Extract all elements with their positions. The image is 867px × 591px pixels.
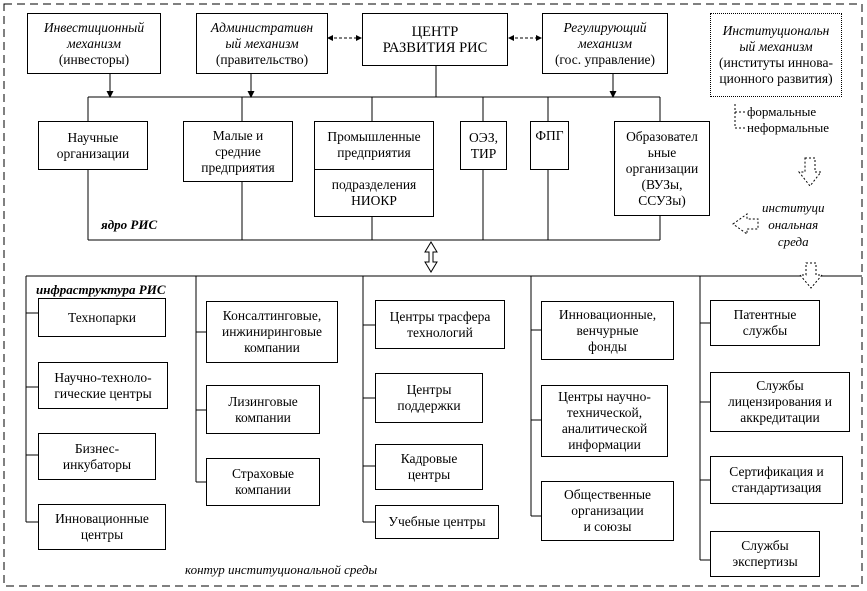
informal-label: неформальные [747,120,830,135]
link-double-arrow [424,241,438,273]
infra-venture-funds: Инновационные, венчурные фонды [541,301,674,360]
infra-licensing: Службы лицензирования и аккредитации [710,372,850,432]
infra-info-centers-label: Центры научно- технической, аналитическо… [558,389,651,452]
core-industry-top: Промышленные предприятия [327,129,421,161]
dotted-arrow-down-1 [797,157,823,187]
dotted-arrow-down-2 [798,262,824,289]
infra-ris-label: инфраструктура РИС [36,282,166,297]
infra-leasing: Лизинговые компании [206,385,320,434]
investment-mechanism-title: Инвестиционный механизм [43,19,145,51]
infra-consulting-label: Консалтинговые, инжиниринговые компании [221,308,323,355]
regulating-mechanism-sub: (гос. управление) [554,51,656,67]
infra-scitech-centers: Научно-техноло- гические центры [38,362,168,409]
core-industry: Промышленные предприятия подразделения Н… [314,121,434,217]
infra-info-centers: Центры научно- технической, аналитическо… [541,385,668,457]
infra-business-incubators-label: Бизнес- инкубаторы [62,440,132,472]
investment-mechanism: Инвестиционный механизм (инвесторы) [27,13,161,74]
infra-certification-label: Сертификация и стандартизация [729,464,824,495]
ris-development-center-title: ЦЕНТР РАЗВИТИЯ РИС [382,23,488,56]
institutional-mechanism-title: Институциональн ый механизм [722,23,830,54]
regulating-mechanism-title: Регулирующий механизм [563,19,647,51]
infra-training-centers: Учебные центры [375,505,499,539]
core-fpg: ФПГ [530,121,569,170]
core-fpg-label: ФПГ [535,128,564,143]
core-oez-label: ОЭЗ, ТИР [469,129,498,161]
core-science-label: Научные организации [56,129,130,161]
infra-licensing-label: Службы лицензирования и аккредитации [728,378,832,425]
infra-certification: Сертификация и стандартизация [710,456,843,504]
administrative-mechanism-title: Административн ый механизм [210,19,314,51]
core-oez: ОЭЗ, ТИР [460,121,507,170]
infra-hr-centers-label: Кадровые центры [400,451,458,482]
infra-innovation-centers: Инновационные центры [38,504,166,550]
dotted-arrow-left [732,213,759,235]
infra-expertise-label: Службы экспертизы [732,538,798,569]
infra-business-incubators: Бизнес- инкубаторы [38,433,156,480]
contour-label: контур институциональной среды [185,562,378,577]
institutional-mechanism-sub: (институты иннова- ционного развития) [719,55,833,86]
infra-support-centers-label: Центры поддержки [397,382,461,413]
core-industry-bottom: подразделения НИОКР [315,168,433,217]
infra-insurance-label: Страховые компании [231,466,295,497]
core-ris-label: ядро РИС [101,217,158,232]
infra-patent-services-label: Патентные службы [733,307,797,338]
infra-scitech-centers-label: Научно-техноло- гические центры [54,369,152,401]
infra-hr-centers: Кадровые центры [375,444,483,490]
core-sme: Малые и средние предприятия [183,121,293,182]
regulating-mechanism: Регулирующий механизм (гос. управление) [542,13,668,74]
infra-venture-funds-label: Инновационные, венчурные фонды [558,306,657,354]
infra-tech-transfer-label: Центры трасфера технологий [389,308,491,340]
infra-support-centers: Центры поддержки [375,373,483,423]
infra-training-centers-label: Учебные центры [388,514,486,529]
infra-technoparks-label: Технопарки [67,309,137,325]
infra-public-orgs-label: Общественные организации и союзы [563,487,652,534]
infra-leasing-label: Лизинговые компании [228,393,298,425]
infra-public-orgs: Общественные организации и союзы [541,481,674,541]
contour-outline [3,3,863,587]
institutional-mechanism: Институциональн ый механизм (институты и… [710,13,842,97]
administrative-mechanism-sub: (правительство) [215,51,309,67]
administrative-mechanism: Административн ый механизм (правительств… [196,13,328,74]
investment-mechanism-sub: (инвесторы) [58,51,130,67]
infra-consulting: Консалтинговые, инжиниринговые компании [206,301,338,363]
core-education: Образовател ьные организации (ВУЗы, ССУЗ… [614,121,710,216]
infra-innovation-centers-label: Инновационные центры [55,511,149,542]
core-education-label: Образовател ьные организации (ВУЗы, ССУЗ… [625,128,699,208]
core-science-organizations: Научные организации [38,121,148,170]
core-sme-label: Малые и средние предприятия [201,127,275,175]
formal-label: формальные [747,104,817,119]
infra-patent-services: Патентные службы [710,300,820,346]
infra-expertise: Службы экспертизы [710,531,820,577]
infra-tech-transfer: Центры трасфера технологий [375,300,505,349]
infra-insurance: Страховые компании [206,458,320,506]
ris-development-center: ЦЕНТР РАЗВИТИЯ РИС [362,13,508,66]
institutional-environment-label: институци ональная среда [762,200,825,249]
infra-technoparks: Технопарки [38,298,166,337]
